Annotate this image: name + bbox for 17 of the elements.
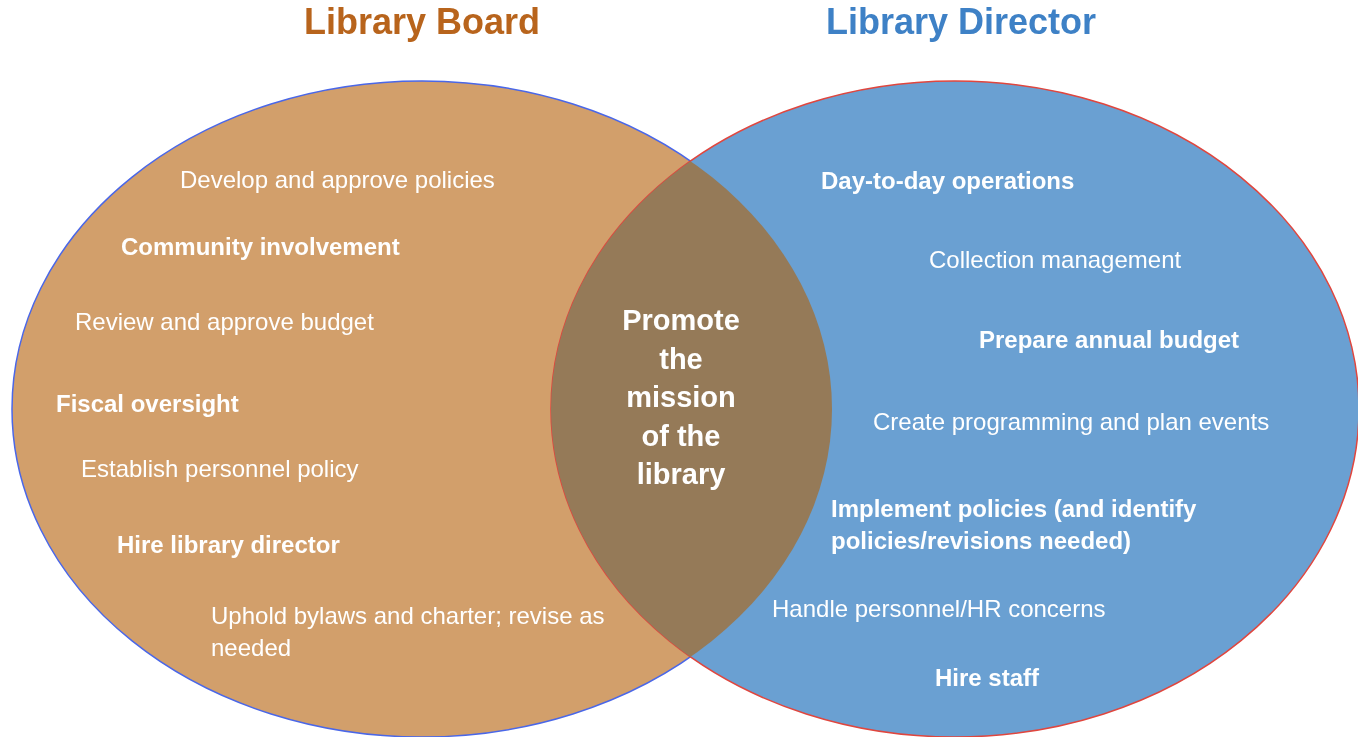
role-item: Fiscal oversight (56, 389, 239, 419)
role-item: Hire library director (117, 530, 340, 560)
role-item: Hire staff (935, 663, 1040, 693)
set-heading: Library Director (825, 1, 1097, 43)
role-item: Review and approve budget (75, 307, 374, 337)
role-item: Establish personnel policy (81, 454, 359, 484)
shared-role-text: Promote the mission of the library (621, 303, 741, 492)
role-item: Uphold bylaws and charter; revise as needed (211, 601, 606, 663)
role-item: Prepare annual budget (979, 325, 1240, 355)
role-item: Create programming and plan events (873, 407, 1270, 437)
role-item: Handle personnel/HR concerns (772, 594, 1106, 624)
role-item: Collection management (929, 245, 1182, 275)
role-item: Community involvement (121, 232, 400, 262)
role-item: Day-to-day operations (821, 166, 1075, 196)
set-heading: Library Board (303, 1, 541, 43)
role-item: Implement policies (and identify policies/revisions needed) (831, 494, 1198, 556)
role-item: Develop and approve policies (180, 165, 495, 195)
